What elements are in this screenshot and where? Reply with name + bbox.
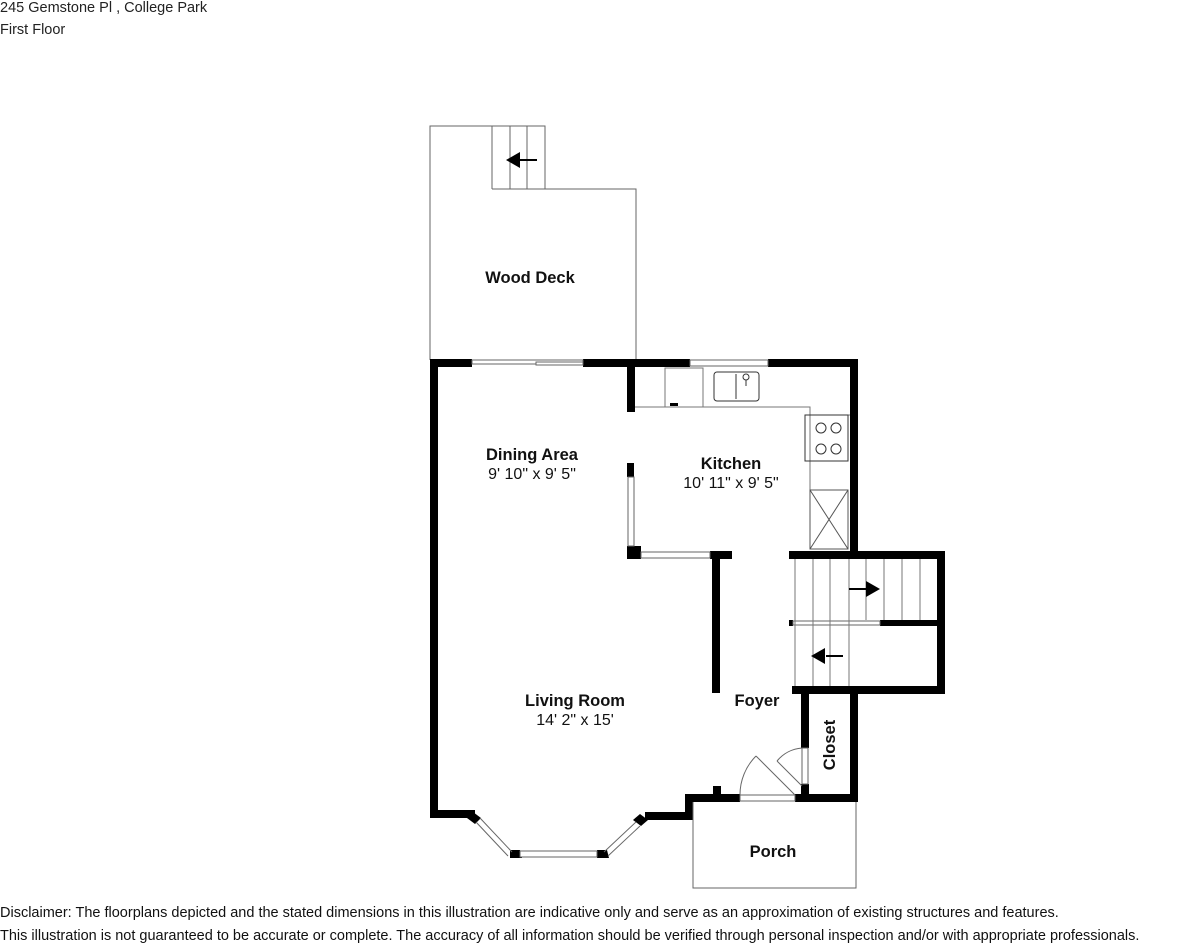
floor-label: First Floor: [0, 22, 66, 38]
sink-icon: [713, 371, 760, 402]
property-address: 245 Gemstone Pl , College Park: [0, 0, 208, 16]
room-label-dining-area: Dining Area: [486, 446, 579, 464]
stairs: [794, 559, 921, 686]
room-label-wood-deck: Wood Deck: [485, 269, 575, 287]
stair-arrow-right-icon: [849, 581, 880, 597]
room-label-porch: Porch: [750, 843, 797, 861]
room-label-living-room: Living Room: [525, 692, 625, 710]
disclaimer-line-1: Disclaimer: The floorplans depicted and …: [0, 905, 1059, 921]
room-label-closet: Closet: [821, 719, 839, 770]
room-dimensions-dining-area: 9' 10" x 9' 5": [488, 466, 576, 483]
porch: [692, 802, 857, 889]
dishwasher-handle: [670, 403, 678, 406]
stove-icon: [804, 414, 849, 462]
room-label-kitchen: Kitchen: [701, 455, 762, 473]
door-swing-icon: [739, 747, 803, 796]
wood-deck: [429, 125, 637, 360]
stair-arrow-left-icon: [811, 648, 843, 664]
stair-arrow-left-icon: [506, 152, 537, 168]
refrigerator-icon: [809, 489, 849, 550]
windows: [471, 359, 881, 858]
disclaimer-line-2: This illustration is not guaranteed to b…: [0, 928, 1140, 944]
room-dimensions-living-room: 14' 2" x 15': [536, 712, 614, 729]
room-dimensions-kitchen: 10' 11" x 9' 5": [683, 475, 778, 492]
walls: [430, 359, 945, 858]
room-label-foyer: Foyer: [735, 692, 781, 710]
